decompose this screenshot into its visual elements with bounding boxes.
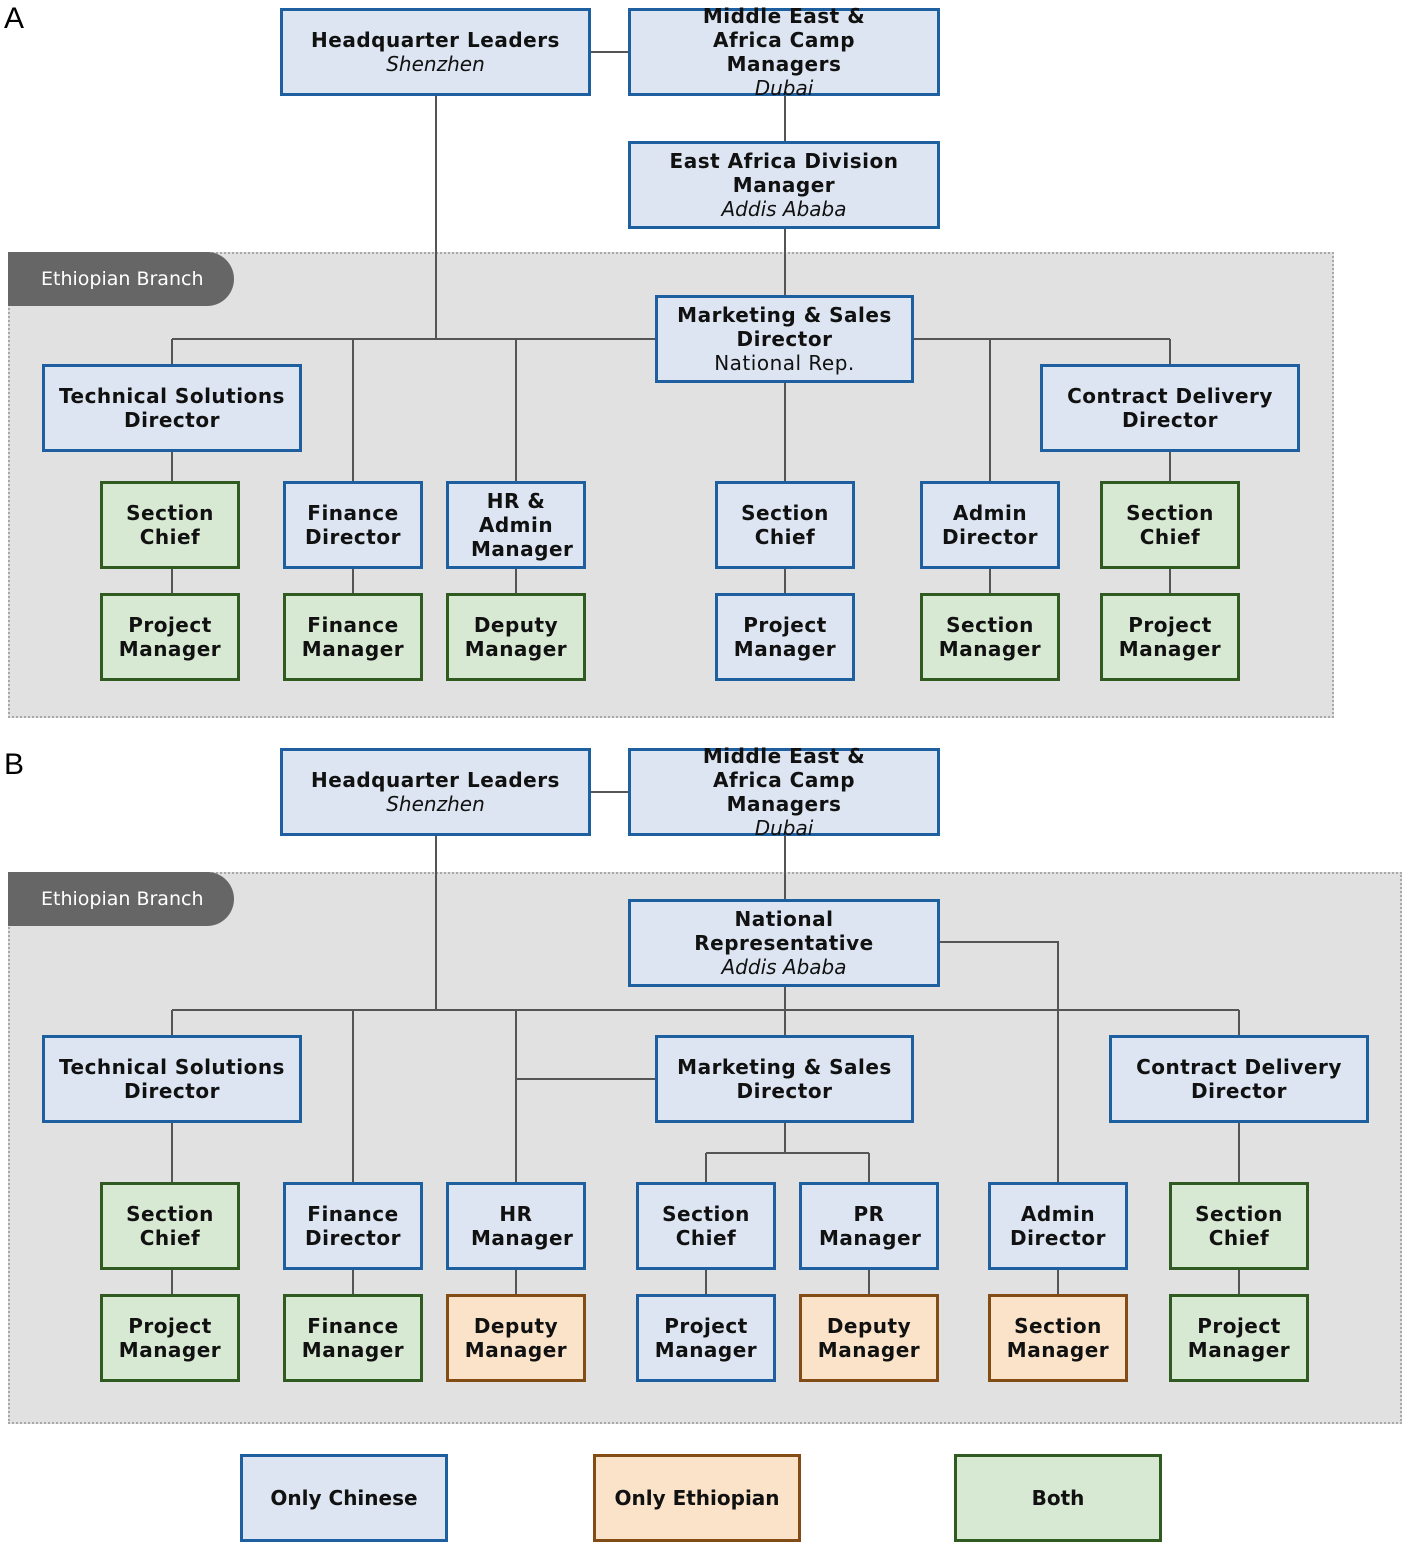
connector-b-msd-split (705, 1122, 870, 1183)
node-title: Section Manager (1006, 1314, 1110, 1362)
node-b-contract-delivery-director: Contract Delivery Director (1109, 1035, 1369, 1123)
node-title: Project Manager (654, 1314, 758, 1362)
node-title: Marketing & Sales Director (677, 1055, 892, 1103)
node-b-section-chief-2: Section Chief (636, 1182, 776, 1270)
node-title: Section Chief (662, 1202, 750, 1250)
legend-both: Both (954, 1454, 1162, 1542)
node-title: Section Manager (938, 613, 1042, 661)
panel-a-label: A (4, 2, 25, 35)
node-b-technical-solutions-director: Technical Solutions Director (42, 1035, 302, 1123)
node-b-admin-director: Admin Director (988, 1182, 1128, 1270)
node-b-deputy-manager-2: Deputy Manager (799, 1294, 939, 1382)
connector-b-nr-ad (939, 941, 1059, 1183)
node-a-section-chief-3: Section Chief (1100, 481, 1240, 569)
node-title: Section Chief (126, 501, 214, 549)
ethiopian-branch-tab-a: Ethiopian Branch (8, 252, 234, 306)
node-title: Middle East & Africa Camp Managers (702, 744, 866, 816)
node-location: Dubai (754, 816, 814, 840)
node-b-deputy-manager-1: Deputy Manager (446, 1294, 586, 1382)
node-b-section-chief-3: Section Chief (1169, 1182, 1309, 1270)
node-title: Headquarter Leaders (311, 768, 560, 792)
node-b-section-chief-1: Section Chief (100, 1182, 240, 1270)
panel-b-label: B (4, 748, 25, 781)
node-title: East Africa Division Manager (669, 149, 899, 197)
node-b-pr-manager: PR Manager (799, 1182, 939, 1270)
node-a-contract-delivery-director: Contract Delivery Director (1040, 364, 1300, 452)
node-title: Middle East & Africa Camp Managers (702, 4, 866, 76)
node-a-section-chief-1: Section Chief (100, 481, 240, 569)
node-b-project-manager-1: Project Manager (100, 1294, 240, 1382)
node-location: Dubai (754, 76, 814, 100)
node-title: Project Manager (1187, 1314, 1291, 1362)
node-b-hr-manager: HR Manager (446, 1182, 586, 1270)
node-b-headquarter-leaders: Headquarter Leaders Shenzhen (280, 748, 591, 836)
node-a-east-africa-division-manager: East Africa Division Manager Addis Ababa (628, 141, 940, 229)
node-b-marketing-sales-director: Marketing & Sales Director (655, 1035, 914, 1123)
node-title: HR & Admin Manager (471, 489, 574, 561)
node-title: Section Chief (1195, 1202, 1283, 1250)
node-location: Addis Ababa (721, 955, 847, 979)
node-location: Shenzhen (386, 52, 485, 76)
node-a-deputy-manager: Deputy Manager (446, 593, 586, 681)
ethiopian-branch-tab-b: Ethiopian Branch (8, 872, 234, 926)
node-b-project-manager-2: Project Manager (636, 1294, 776, 1382)
node-a-hr-admin-manager: HR & Admin Manager (446, 481, 586, 569)
legend-only-ethiopian: Only Ethiopian (593, 1454, 801, 1542)
node-b-finance-manager: Finance Manager (283, 1294, 423, 1382)
node-title: Technical Solutions Director (59, 384, 285, 432)
node-title: Finance Director (305, 1202, 401, 1250)
node-title: Admin Director (1010, 1202, 1106, 1250)
node-a-mea-camp-managers: Middle East & Africa Camp Managers Dubai (628, 4, 940, 100)
legend-only-chinese: Only Chinese (240, 1454, 448, 1542)
node-title: Finance Manager (301, 613, 405, 661)
node-location: Addis Ababa (721, 197, 847, 221)
node-title: Deputy Manager (817, 1314, 921, 1362)
node-a-marketing-sales-director: Marketing & Sales Director National Rep. (655, 295, 914, 383)
node-title: Finance Manager (301, 1314, 405, 1362)
node-a-technical-solutions-director: Technical Solutions Director (42, 364, 302, 452)
node-a-project-manager-3: Project Manager (1100, 593, 1240, 681)
node-title: HR Manager (471, 1202, 574, 1250)
node-a-section-manager: Section Manager (920, 593, 1060, 681)
node-title: PR Manager (819, 1202, 922, 1250)
node-title: Headquarter Leaders (311, 28, 560, 52)
node-a-section-chief-2: Section Chief (715, 481, 855, 569)
node-title: Project Manager (733, 613, 837, 661)
node-title: Project Manager (118, 613, 222, 661)
node-title: Section Chief (126, 1202, 214, 1250)
node-title: Finance Director (305, 501, 401, 549)
node-a-headquarter-leaders: Headquarter Leaders Shenzhen (280, 8, 591, 96)
node-a-admin-director: Admin Director (920, 481, 1060, 569)
node-title: Technical Solutions Director (59, 1055, 285, 1103)
node-a-project-manager-2: Project Manager (715, 593, 855, 681)
node-title: Section Chief (1126, 501, 1214, 549)
node-b-national-representative: National Representative Addis Ababa (628, 899, 940, 987)
node-title: Deputy Manager (464, 613, 568, 661)
node-a-finance-director: Finance Director (283, 481, 423, 569)
node-b-project-manager-3: Project Manager (1169, 1294, 1309, 1382)
node-title: Contract Delivery Director (1067, 384, 1273, 432)
node-title: Admin Director (942, 501, 1038, 549)
node-title: Marketing & Sales Director (677, 303, 892, 351)
node-title: Deputy Manager (464, 1314, 568, 1362)
node-b-mea-camp-managers: Middle East & Africa Camp Managers Dubai (628, 744, 940, 840)
node-title: National Representative (694, 907, 874, 955)
node-title: Project Manager (1118, 613, 1222, 661)
node-b-finance-director: Finance Director (283, 1182, 423, 1270)
node-role-note: National Rep. (714, 351, 855, 375)
node-location: Shenzhen (386, 792, 485, 816)
node-a-project-manager-1: Project Manager (100, 593, 240, 681)
node-title: Project Manager (118, 1314, 222, 1362)
node-title: Section Chief (741, 501, 829, 549)
node-a-finance-manager: Finance Manager (283, 593, 423, 681)
node-title: Contract Delivery Director (1136, 1055, 1342, 1103)
node-b-section-manager: Section Manager (988, 1294, 1128, 1382)
